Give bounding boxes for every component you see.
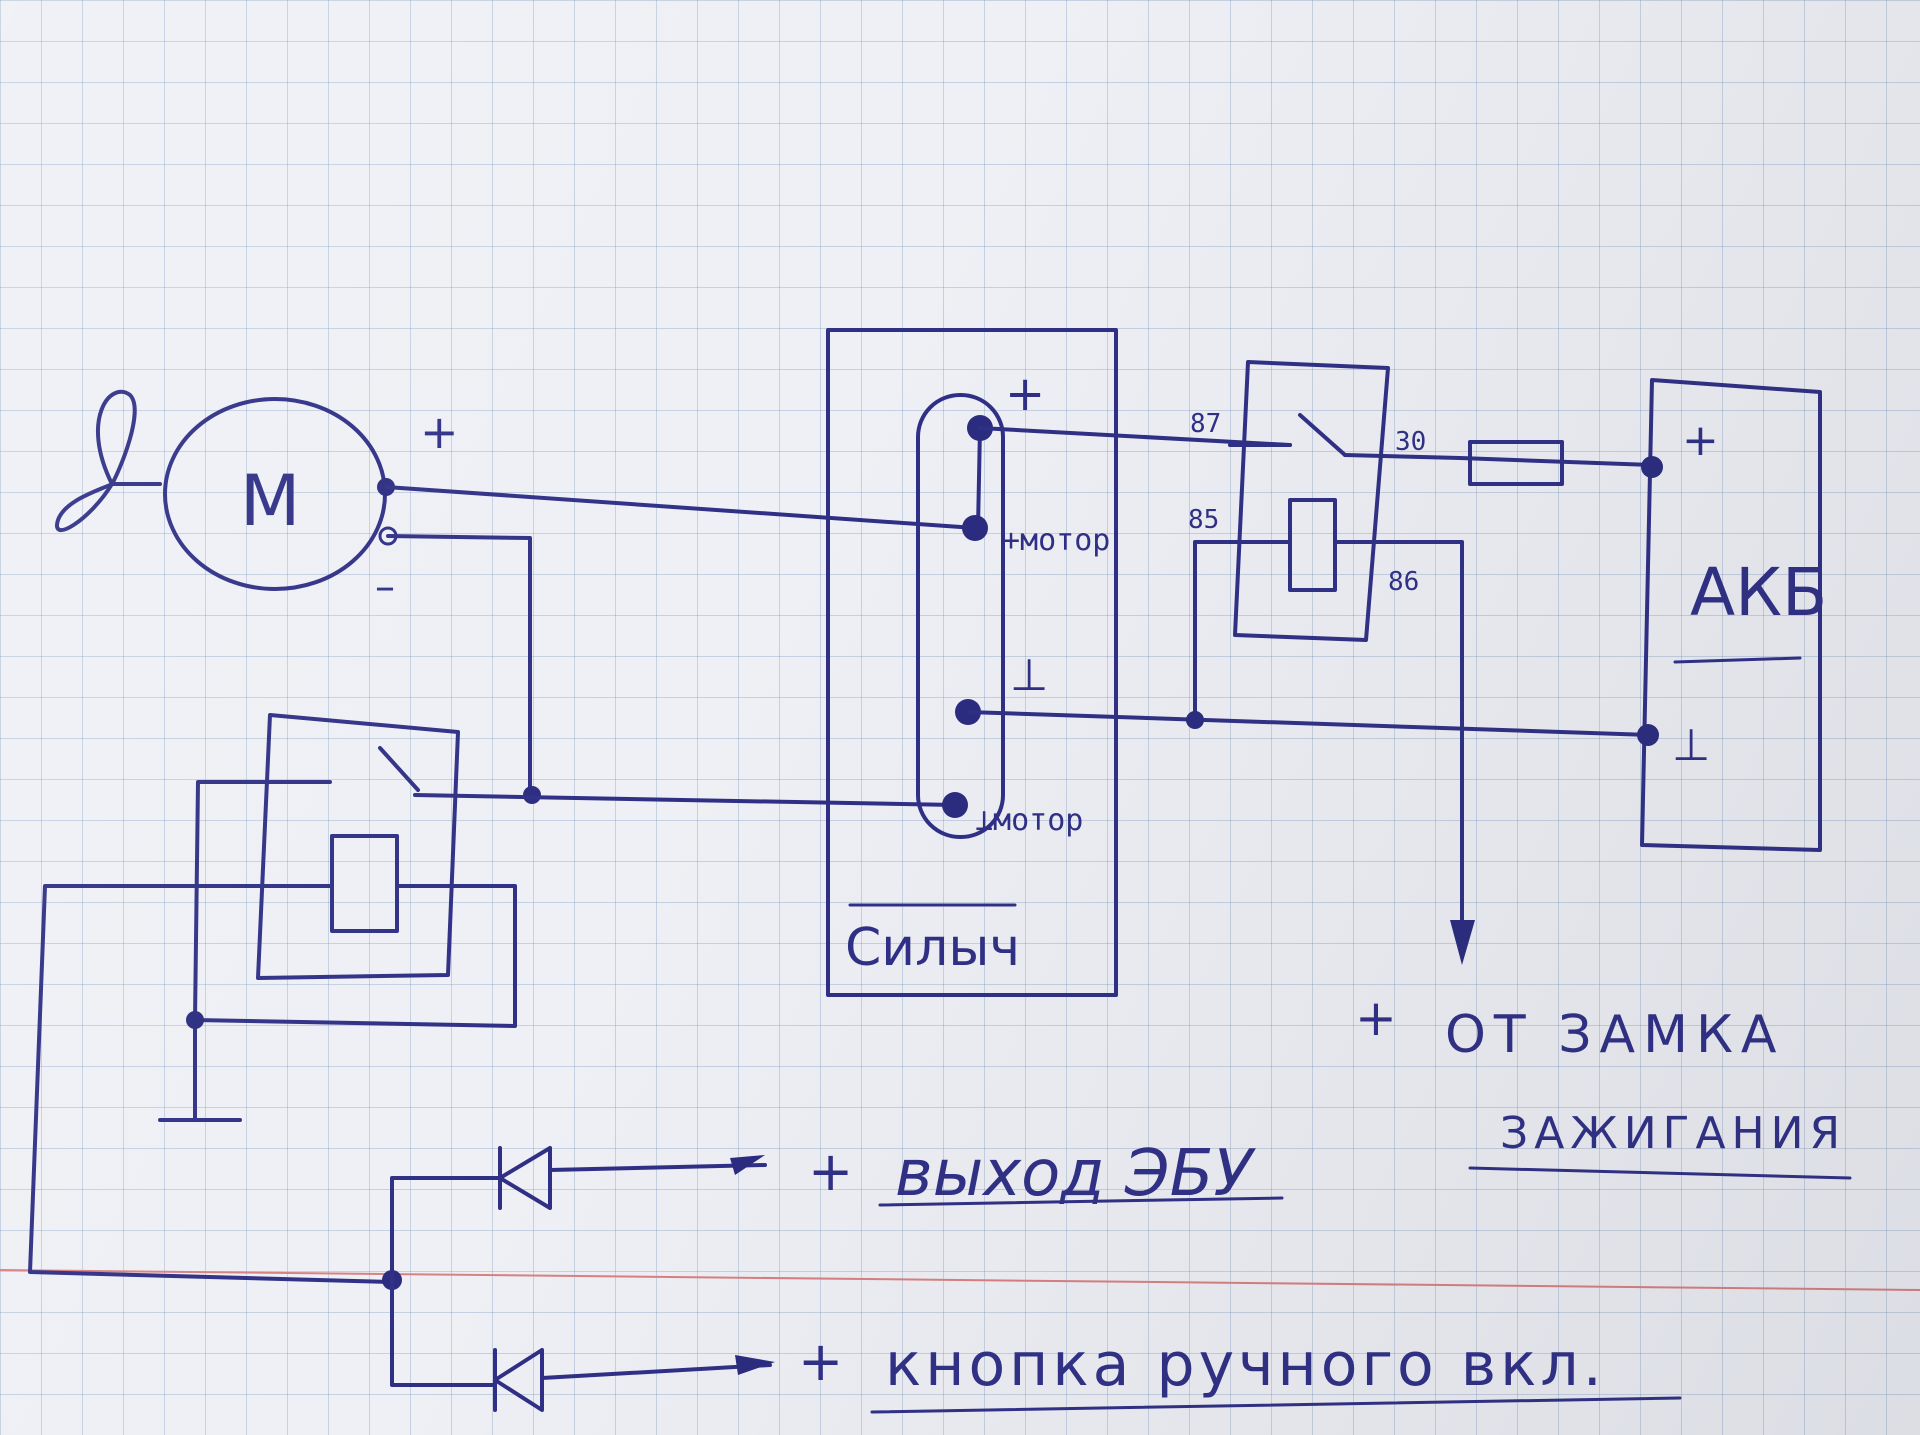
main-relay (1193, 360, 1475, 965)
relay-pin-85-label: 85 (1188, 505, 1219, 535)
wire-motor-plus (384, 485, 977, 530)
button-plus-label: + (798, 1330, 843, 1393)
motor-minus-label: – (375, 564, 395, 610)
controller-motor-plus-label: +мотор (1002, 523, 1110, 558)
junction-relay-85-ground (1186, 711, 1204, 729)
controller-ground-label: ⊥ (1010, 650, 1048, 701)
ecu-plus-label: + (808, 1140, 853, 1203)
controller-box (826, 328, 1118, 997)
wire-controller-plus (978, 426, 1292, 447)
ignition-line2: ЗАЖИГАНИЯ (1500, 1108, 1846, 1159)
ignition-line1: ОТ ЗАМКА (1445, 1005, 1785, 1065)
diode-manual (390, 1278, 775, 1412)
battery-plus-label: + (1682, 415, 1719, 466)
wire-ground-bus (966, 710, 1652, 737)
junction-fan-relay (523, 786, 541, 804)
relay-pin-30-label: 30 (1395, 427, 1426, 457)
battery-ground-terminal (1637, 724, 1659, 746)
wire-battery-plus (1458, 456, 1654, 467)
controller-motor-ground-label: ⊥мотор (975, 803, 1083, 838)
junction-relay-ground (186, 1011, 204, 1029)
motor-plus-label: + (420, 405, 459, 459)
controller-motor-ground-terminal (942, 792, 968, 818)
controller-name: Силыч (845, 918, 1020, 978)
relay-pin-87-label: 87 (1190, 409, 1221, 439)
diode-ecu (390, 1146, 767, 1282)
fan-icon (54, 389, 162, 533)
battery-box (1640, 378, 1822, 852)
paper-margin-line (0, 1269, 1920, 1291)
controller-terminal-strip (916, 393, 1005, 839)
battery-plus-terminal (1641, 456, 1663, 478)
wire-motor-minus (386, 534, 532, 797)
fan-relay (28, 713, 517, 1284)
manual-button-label: кнопка ручного вкл. (885, 1330, 1606, 1400)
controller-motor-plus-terminal (962, 515, 988, 541)
battery-ground-label: ⊥ (1672, 720, 1710, 771)
ignition-plus-label: + (1355, 989, 1397, 1047)
wire-motor-ground (413, 793, 957, 807)
battery-name: АКБ (1690, 554, 1827, 631)
relay-pin-86-label: 86 (1388, 567, 1419, 597)
motor-letter: M (240, 460, 300, 542)
controller-plus-label: + (1005, 366, 1045, 422)
